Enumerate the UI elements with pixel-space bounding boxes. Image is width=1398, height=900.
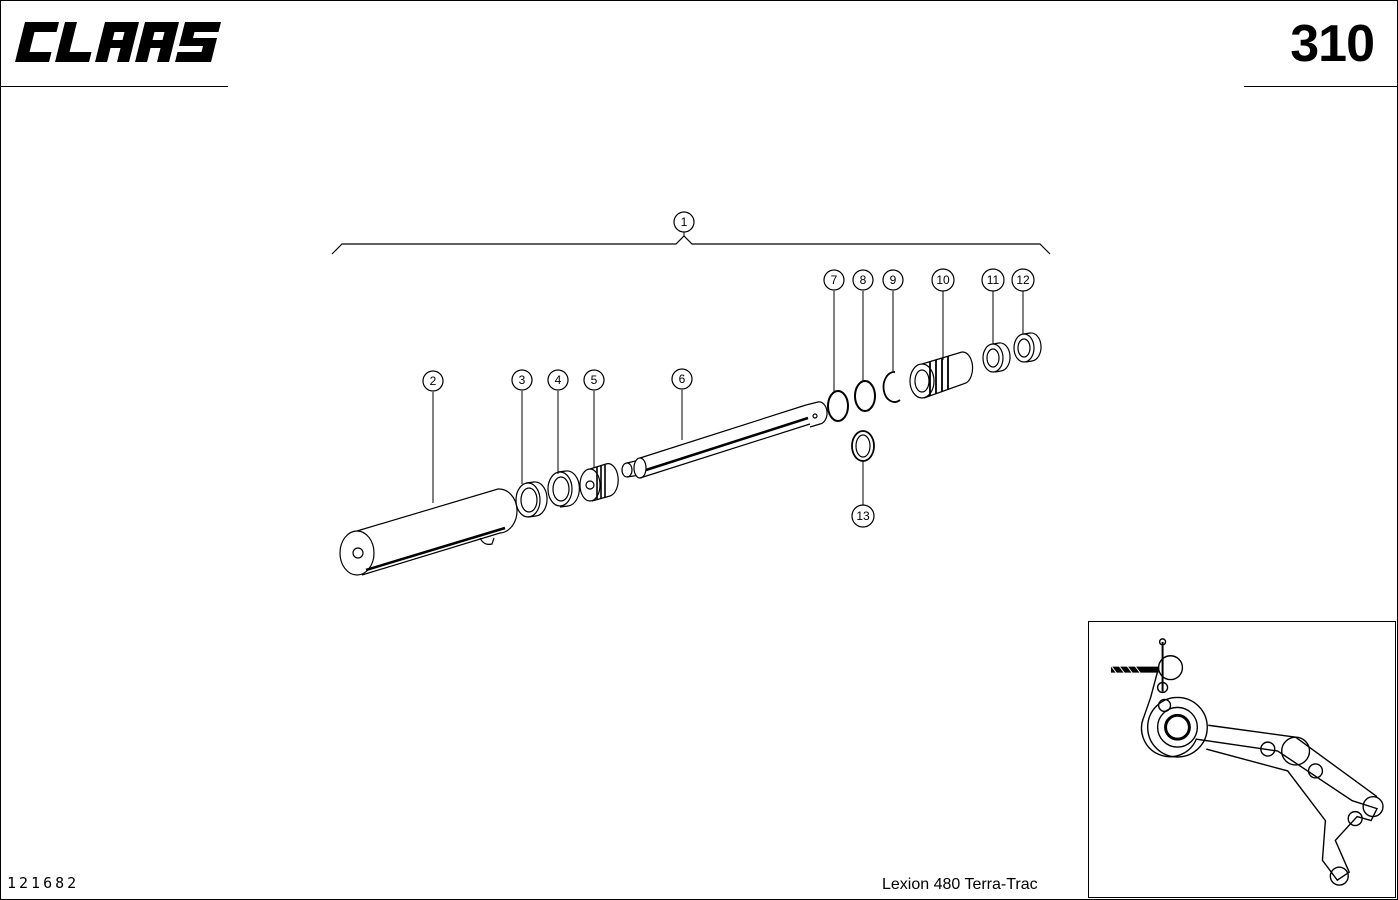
- svg-text:5: 5: [591, 373, 598, 387]
- part-ring-13: [851, 430, 875, 462]
- svg-text:1: 1: [681, 215, 688, 229]
- part-ring-4: [547, 470, 580, 508]
- callout-10: 10: [931, 268, 955, 292]
- svg-text:4: 4: [555, 373, 562, 387]
- part-oring-7: [827, 390, 849, 422]
- callout-4: 4: [547, 369, 569, 391]
- page-number: 310: [1290, 15, 1375, 73]
- callout-1: 1: [673, 211, 695, 233]
- drawing-number: 121682: [7, 874, 80, 892]
- callout-7: 7: [823, 269, 845, 291]
- callout-2: 2: [422, 370, 444, 392]
- svg-text:8: 8: [860, 273, 867, 287]
- part-cylinder-tube: [339, 488, 518, 576]
- part-piston-rod-6: [621, 401, 828, 479]
- svg-text:12: 12: [1016, 273, 1030, 287]
- svg-text:13: 13: [856, 509, 870, 523]
- callout-13: 13: [851, 504, 875, 528]
- callout-3: 3: [511, 369, 533, 391]
- part-ring-11: [982, 342, 1011, 373]
- part-oring-8: [854, 380, 876, 412]
- svg-text:6: 6: [679, 372, 686, 386]
- svg-text:9: 9: [890, 273, 897, 287]
- svg-text:3: 3: [519, 373, 526, 387]
- header-rule-right: [1244, 86, 1398, 87]
- location-inset: [1088, 621, 1396, 898]
- svg-text:10: 10: [936, 273, 950, 287]
- callout-8: 8: [852, 269, 874, 291]
- part-ring-3: [515, 481, 548, 518]
- callout-6: 6: [671, 368, 693, 390]
- callout-12: 12: [1011, 268, 1035, 292]
- claas-logo: [15, 22, 222, 62]
- part-wiper-12: [1013, 332, 1042, 363]
- callout-5: 5: [583, 369, 605, 391]
- svg-text:7: 7: [831, 273, 838, 287]
- part-piston-5: [579, 463, 619, 502]
- callout-9: 9: [882, 269, 904, 291]
- assembly-bracket: [331, 235, 1051, 255]
- svg-text:2: 2: [430, 374, 437, 388]
- leader-lines: [432, 232, 1024, 505]
- svg-text:11: 11: [987, 273, 1000, 287]
- model-name: Lexion 480 Terra-Trac: [882, 876, 1038, 893]
- part-snap-ring-9: [882, 371, 901, 403]
- callout-11: 11: [981, 268, 1005, 292]
- header-rule-left: [0, 86, 228, 87]
- part-gland-10: [909, 351, 974, 399]
